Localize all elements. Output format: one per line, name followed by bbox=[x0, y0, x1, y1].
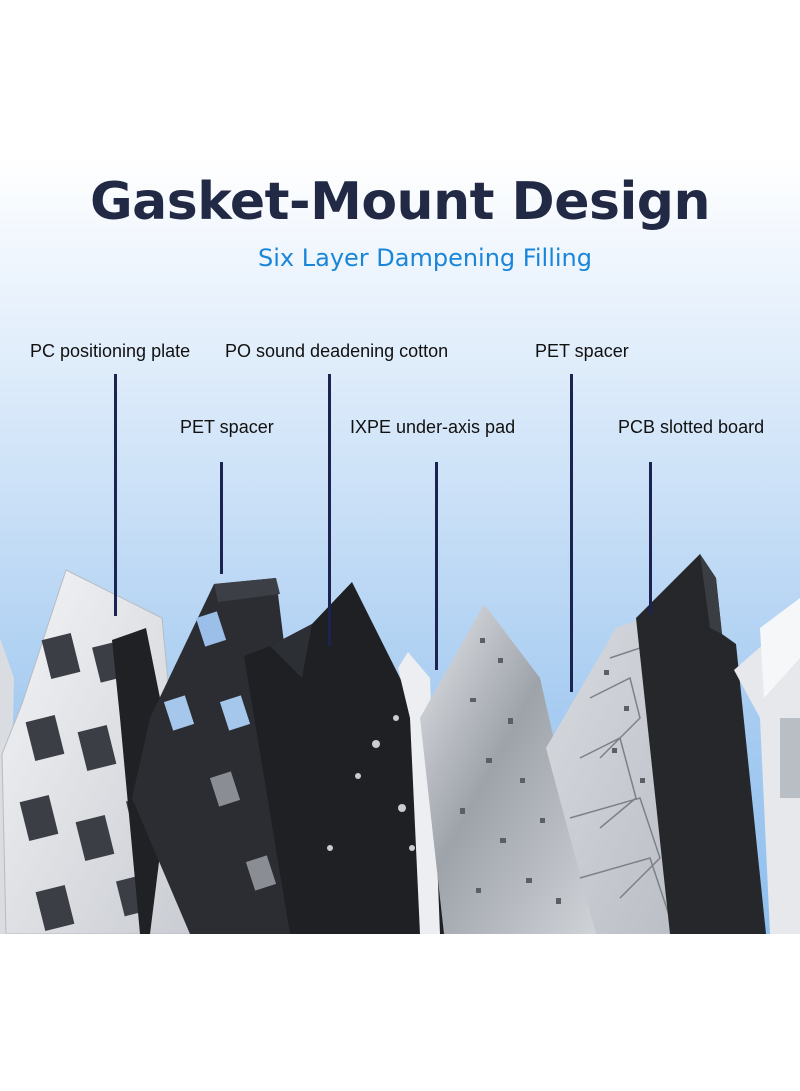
leader-line-pet-spacer-1 bbox=[220, 462, 223, 574]
leader-line-pcb-board bbox=[649, 462, 652, 614]
leader-line-po-cotton bbox=[328, 374, 331, 646]
leader-line-pet-spacer-2 bbox=[570, 374, 573, 692]
ixpe-pad-plate bbox=[420, 604, 598, 934]
right-frame bbox=[734, 598, 800, 934]
page-subtitle: Six Layer Dampening Filling bbox=[258, 244, 592, 272]
keyboard-layers-illustration bbox=[0, 554, 800, 934]
pcb-board-plate bbox=[636, 554, 766, 934]
label-pcb-slotted-board: PCB slotted board bbox=[618, 417, 765, 437]
illustration-panel: Gasket-Mount Design Six Layer Dampening … bbox=[0, 158, 800, 934]
leader-line-pc-plate bbox=[114, 374, 117, 616]
label-pc-positioning-plate: PC positioning plate bbox=[30, 341, 191, 361]
label-pet-spacer-2: PET spacer bbox=[535, 341, 629, 361]
label-pet-spacer-1: PET spacer bbox=[180, 417, 274, 437]
label-ixpe-under-axis-pad: IXPE under-axis pad bbox=[350, 417, 516, 437]
leader-line-ixpe-pad bbox=[435, 462, 438, 670]
label-po-sound-deadening-cotton: PO sound deadening cotton bbox=[225, 341, 449, 361]
page-title: Gasket-Mount Design bbox=[89, 172, 711, 232]
